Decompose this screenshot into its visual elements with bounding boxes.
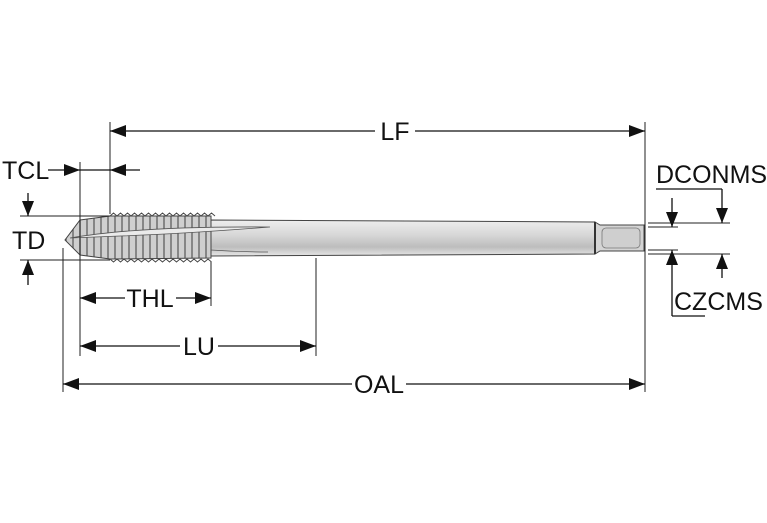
tap-tool	[64, 212, 645, 263]
dimension-oal: OAL	[63, 371, 645, 399]
flute	[69, 226, 271, 239]
extension-lines	[20, 122, 730, 392]
dimension-czcms: CZCMS	[666, 250, 763, 317]
label-czcms: CZCMS	[674, 288, 763, 316]
label-thl: THL	[126, 285, 173, 313]
dimension-lf: LF	[110, 118, 645, 146]
threaded-section	[64, 215, 212, 260]
dimension-thl: THL	[80, 285, 211, 313]
dimension-lu: LU	[80, 333, 316, 361]
dimension-tcl: TCL	[2, 157, 140, 185]
dimension-td: TD	[12, 193, 45, 285]
label-dconms: DCONMS	[656, 161, 767, 189]
label-lf: LF	[380, 118, 409, 146]
label-oal: OAL	[354, 371, 404, 399]
label-td: TD	[12, 227, 45, 255]
label-lu: LU	[183, 333, 215, 361]
dimension-dconms: DCONMS	[656, 161, 767, 227]
label-tcl: TCL	[2, 157, 49, 185]
shank	[210, 219, 596, 257]
